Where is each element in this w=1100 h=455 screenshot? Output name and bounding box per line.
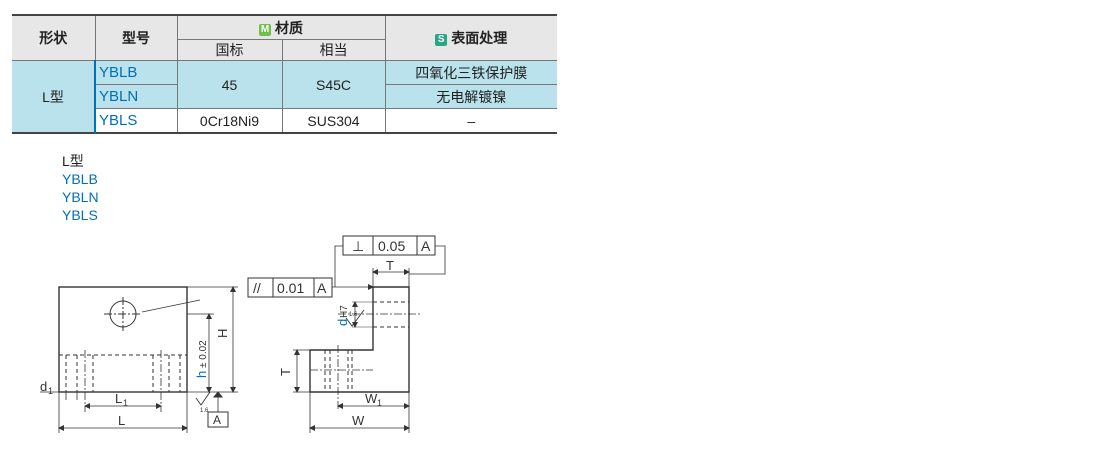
L1-label: L	[115, 391, 122, 406]
roughness-small-label: 1.6	[349, 312, 358, 318]
perpendicularity-value: 0.05	[378, 238, 405, 254]
header-equivalent: 相当	[281, 39, 385, 61]
surface-cell-ybls: –	[384, 108, 557, 134]
roughness-bottom-icon	[195, 391, 211, 406]
datum-a-label: A	[213, 413, 221, 427]
front-view	[40, 286, 238, 433]
header-surface-label: 表面处理	[451, 30, 508, 46]
dH7-fit: H7	[339, 305, 350, 318]
surface-cell-ybln: 无电解镀镍	[384, 84, 557, 109]
perpendicularity-datum: A	[421, 238, 431, 254]
header-standard: 国标	[177, 39, 283, 61]
parallelism-symbol-icon: //	[253, 280, 261, 296]
side-view	[247, 235, 446, 433]
standard-cell-45: 45	[176, 60, 283, 109]
W1-label: W	[365, 391, 378, 406]
equivalent-cell-s45c: S45C	[281, 60, 386, 109]
type-code-yblb: YBLB	[62, 171, 98, 187]
material-badge-icon: M	[259, 23, 271, 36]
standard-cell-ybls: 0Cr18Ni9	[176, 108, 283, 134]
model-cell-ybln: YBLN	[94, 84, 178, 109]
header-material-label: 材质	[275, 19, 303, 36]
model-cell-ybls: YBLS	[94, 108, 178, 134]
T-left-label: T	[278, 368, 293, 376]
datum-a-triangle	[212, 391, 224, 398]
perpendicularity-frame	[342, 235, 436, 256]
H-label: H	[215, 329, 230, 338]
header-shape: 形状	[12, 14, 96, 61]
header-material: M 材质	[176, 14, 386, 40]
shape-cell: L型	[12, 60, 96, 134]
parallelism-datum: A	[317, 280, 327, 296]
perpendicularity-symbol-icon: ⊥	[352, 238, 364, 254]
h-tol-label: ± 0.02	[198, 340, 209, 368]
type-code-ybls: YBLS	[62, 207, 98, 223]
d1-sub: 1	[48, 386, 53, 396]
h-label: h	[194, 371, 209, 378]
side-outline	[309, 286, 410, 393]
header-model: 型号	[94, 14, 178, 61]
type-list: L型 YBLB YBLN YBLS	[62, 152, 99, 224]
type-label: L型	[62, 153, 84, 169]
side-view-labels: T T W 1 W d H7 1.6 ⊥ 0.05 A // 0.01 A	[253, 238, 431, 428]
L-label: L	[118, 413, 125, 428]
W1-sub: 1	[377, 398, 382, 408]
parallelism-value: 0.01	[277, 280, 304, 296]
type-code-ybln: YBLN	[62, 189, 99, 205]
equivalent-cell-ybls: SUS304	[281, 108, 386, 134]
L1-sub: 1	[123, 398, 128, 408]
model-cell-yblb: YBLB	[94, 60, 178, 85]
T-top-label: T	[386, 258, 394, 273]
parallelism-frame	[247, 277, 333, 298]
front-view-labels: d 1 L 1 L H h ± 0.02 A 1.6	[40, 329, 230, 428]
perpendicularity-leader	[409, 245, 446, 275]
roughness-small-icon	[345, 309, 365, 327]
front-outline	[58, 286, 188, 393]
dH7-letter: d	[335, 319, 350, 326]
roughness-bottom-label: 1.6	[200, 408, 209, 414]
perpendicularity-leader-left	[334, 245, 343, 287]
W-label: W	[352, 413, 365, 428]
front-leader	[141, 299, 201, 313]
surface-cell-yblb: 四氧化三铁保护膜	[384, 60, 557, 85]
surface-badge-icon: S	[435, 34, 448, 46]
d1-label: d	[40, 379, 47, 394]
